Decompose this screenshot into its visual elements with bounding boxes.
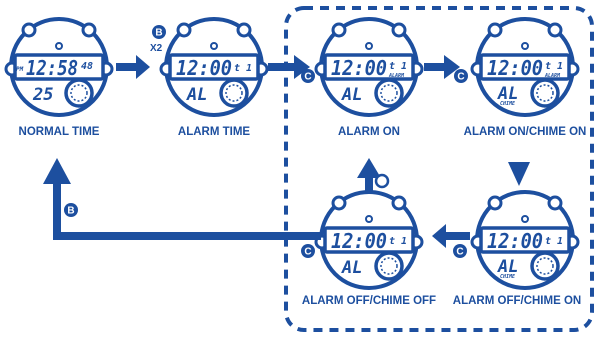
lcd-time: 12:00 <box>331 56 387 80</box>
down-arrow-icon <box>508 162 530 186</box>
lcd-chime-flag: CHIME <box>500 101 516 107</box>
lcd-seconds: 48 <box>81 61 93 72</box>
button-c-icon <box>374 173 390 189</box>
lcd-alarm-flag: ALARM <box>388 73 405 79</box>
return-connector <box>43 158 321 240</box>
state-label-alarm-off-chime-on: ALARM OFF/CHIME ON <box>453 295 581 307</box>
watch-alarm-off-chime-on: 12:00 t 1 AL CHIME <box>470 190 580 290</box>
alarm-group-boundary <box>284 6 594 332</box>
lcd-mode: t 1 <box>545 61 563 72</box>
button-c-icon: C <box>454 69 468 83</box>
button-b-icon: B <box>64 203 78 217</box>
state-label-alarm-on-chime-on: ALARM ON/CHIME ON <box>464 126 587 138</box>
watch-alarm-time: 12:00 t 1 AL <box>159 17 269 117</box>
watch-icon <box>314 17 424 117</box>
watch-icon <box>314 190 424 290</box>
press-count: X2 <box>150 43 163 54</box>
lcd-time: 12:00 <box>331 229 387 253</box>
lcd-time: 12:00 <box>487 229 543 253</box>
state-label-alarm-time: ALARM TIME <box>178 126 251 138</box>
lcd-mode: t 1 <box>234 63 252 74</box>
watch-icon <box>4 17 114 117</box>
lcd-alarm-flag: ALARM <box>544 73 561 79</box>
button-b-icon: B <box>152 25 166 39</box>
button-c-letter: C <box>304 247 311 258</box>
watch-alarm-on-chime-on: 12:00 t 1 ALARM AL CHIME <box>470 17 580 117</box>
left-arrow-icon <box>432 224 470 248</box>
button-b-letter: B <box>67 206 74 217</box>
lcd-pm-indicator: PM <box>16 66 24 73</box>
right-arrow-icon <box>116 55 150 79</box>
state-label-alarm-on: ALARM ON <box>338 126 400 138</box>
lcd-lower: AL <box>497 257 518 277</box>
watch-alarm-off-chime-off: 12:00 t 1 AL <box>314 190 424 290</box>
lcd-time: 12:00 <box>487 56 543 80</box>
lcd-lower: AL <box>186 85 207 105</box>
button-c-icon: C <box>301 69 315 83</box>
up-arrow-icon <box>357 158 381 192</box>
button-b-letter: B <box>155 28 162 39</box>
watch-normal-time: PM 12:58 48 25 <box>4 17 114 117</box>
lcd-lower: 25 <box>32 85 53 105</box>
lcd-lower: AL <box>341 258 362 278</box>
state-label-normal-time: NORMAL TIME <box>19 126 100 138</box>
watch-icon <box>470 17 580 117</box>
lcd-time: 12:00 <box>176 56 232 80</box>
button-c-icon: C <box>301 244 315 258</box>
lcd-lower: AL <box>341 85 362 105</box>
button-c-letter: C <box>456 247 463 258</box>
lcd-time: 12:58 <box>26 56 78 80</box>
right-arrow-icon <box>268 55 310 79</box>
lcd-chime-flag: CHIME <box>500 274 516 280</box>
watch-icon <box>470 190 580 290</box>
lcd-mode: t 1 <box>389 236 407 247</box>
watch-icon <box>159 17 269 117</box>
right-arrow-icon <box>424 55 460 79</box>
lcd-mode: t 1 <box>545 236 563 247</box>
lcd-lower: AL <box>497 84 518 104</box>
button-c-letter: C <box>457 72 464 83</box>
state-label-alarm-off-chime-off: ALARM OFF/CHIME OFF <box>302 295 436 307</box>
lcd-mode: t 1 <box>389 61 407 72</box>
button-c-letter: C <box>304 72 311 83</box>
watch-alarm-on: 12:00 t 1 ALARM AL <box>314 17 424 117</box>
button-c-icon: C <box>453 244 467 258</box>
